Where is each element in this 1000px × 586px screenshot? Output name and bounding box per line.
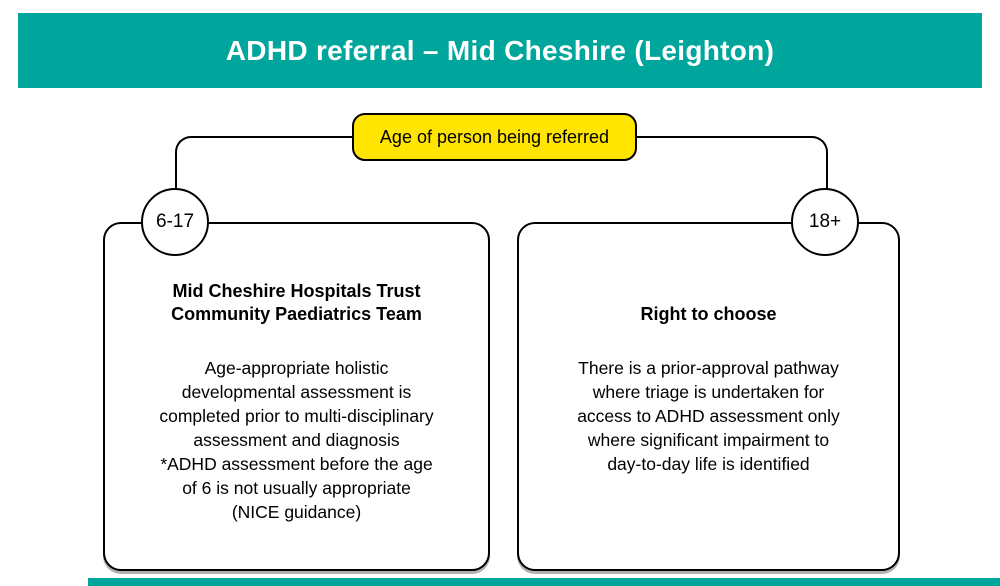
connector-line-right	[636, 136, 828, 192]
header-bar: ADHD referral – Mid Cheshire (Leighton)	[18, 13, 982, 88]
connector-line-left	[175, 136, 355, 192]
branch-body-adults: There is a prior-approval pathway where …	[577, 358, 840, 474]
footer-bar	[88, 578, 1000, 586]
age-badge-18plus: 18+	[791, 188, 859, 256]
branch-box-adults: Right to choose There is a prior-approva…	[517, 222, 900, 571]
decision-node-label: Age of person being referred	[379, 126, 610, 147]
branch-body-children: Age-appropriate holistic developmental a…	[159, 358, 434, 522]
age-badge-6-17: 6-17	[141, 188, 209, 256]
age-badge-6-17-label: 6-17	[155, 211, 195, 232]
branch-heading-adults: Right to choose	[640, 304, 777, 324]
branch-heading-children: Mid Cheshire Hospitals Trust Community P…	[171, 281, 422, 324]
page-title: ADHD referral – Mid Cheshire (Leighton)	[225, 34, 775, 66]
age-badge-18plus-label: 18+	[808, 211, 842, 232]
decision-node-age: Age of person being referred	[352, 113, 637, 161]
branch-box-children: Mid Cheshire Hospitals Trust Community P…	[103, 222, 490, 571]
